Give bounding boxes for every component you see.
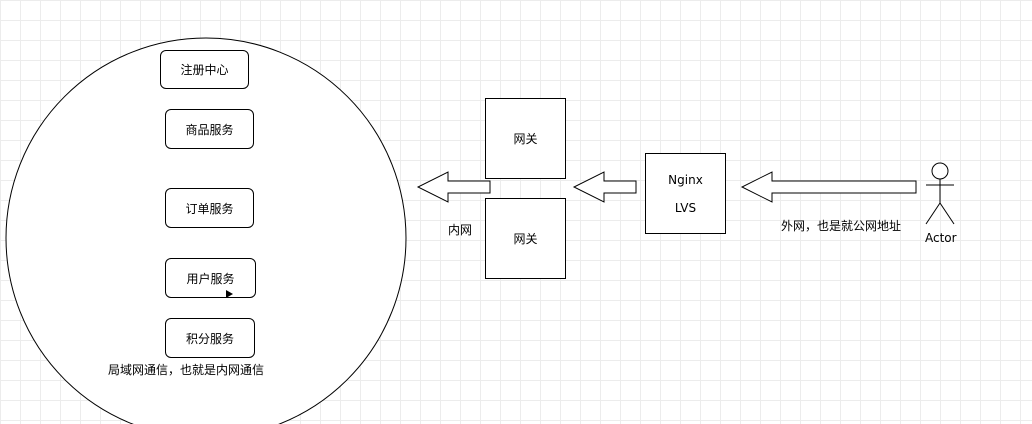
gateway-bottom-box[interactable]: 网关 [485,198,566,279]
gateway-top-box[interactable]: 网关 [485,98,566,179]
points-service-box[interactable]: 积分服务 [165,318,255,358]
intranet-label: 内网 [448,223,473,237]
actor-figure [925,162,955,225]
lan-communication-label: 局域网通信，也就是内网通信 [108,363,265,377]
points-service-label: 积分服务 [185,331,234,346]
gateway-top-label: 网关 [513,132,538,146]
actor-label: Actor [925,231,957,245]
external-network-label: 外网，也是就公网地址 [781,219,902,233]
user-service-label: 用户服务 [186,271,235,286]
arrow-nginx-to-gateway [572,171,637,203]
lvs-label: LVS [674,200,697,215]
cluster-circle [5,37,407,424]
product-service-label: 商品服务 [185,122,234,137]
gateway-bottom-label: 网关 [513,232,538,246]
product-service-box[interactable]: 商品服务 [165,109,254,149]
nginx-label: Nginx [668,172,703,187]
nginx-lvs-box[interactable]: Nginx LVS [645,153,726,234]
order-service-box[interactable]: 订单服务 [165,188,254,228]
arrow-actor-to-nginx [740,171,917,203]
order-service-label: 订单服务 [185,201,234,216]
registry-center-box[interactable]: 注册中心 [160,50,249,89]
arrow-gateway-to-cluster [416,171,491,203]
user-service-box[interactable]: 用户服务 [165,258,256,298]
connector-arrowhead [226,290,233,298]
registry-center-label: 注册中心 [180,63,229,77]
